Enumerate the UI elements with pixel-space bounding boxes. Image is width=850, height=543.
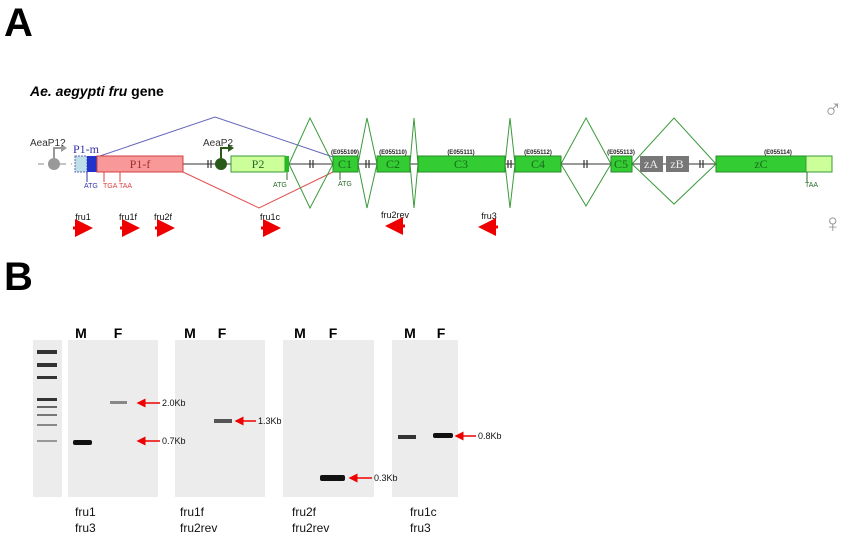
gel-4-band-m: [398, 435, 416, 439]
gel-3-primer-2: fru2rev: [292, 521, 329, 535]
panel-b-label: B: [4, 255, 33, 299]
promoter-p2: [215, 144, 234, 170]
gel-1-band-f: [110, 401, 127, 404]
exon-c4-label: C4: [531, 157, 545, 171]
gel-4-band-f: [433, 433, 453, 438]
promoter-p1: [48, 144, 67, 170]
exon-p2-label: P2: [252, 157, 265, 171]
exon-p1m-utr: [74, 155, 88, 173]
exon-zc-label: zC: [754, 157, 767, 171]
size-label-0.3kb: 0.3Kb: [374, 473, 398, 483]
gel-1-lane-f: F: [114, 325, 123, 341]
primer-fru1f-label: fru1f: [119, 212, 138, 222]
primer-fru1-label: fru1: [75, 212, 91, 222]
gene-title: Ae. aegypti fru gene: [29, 83, 164, 99]
exon-id-c3: (E055111): [447, 150, 474, 156]
codon-taa-f: TAA: [119, 183, 132, 190]
gel-3-lane-m: M: [294, 325, 306, 341]
gel-2-band-f: [214, 419, 232, 423]
codon-atg-c1: ATG: [338, 181, 352, 188]
primer-fru2rev-label: fru2rev: [381, 210, 410, 220]
gel-4-lane-f: F: [437, 325, 446, 341]
primer-fru2f-label: fru2f: [154, 212, 173, 222]
gel-1: [68, 340, 158, 497]
gel-3-band-f: [320, 475, 345, 481]
exon-za-label: zA: [644, 157, 658, 171]
primer-fru1c-label: fru1c: [260, 212, 281, 222]
exon-id-c4: (E055112): [524, 150, 552, 156]
size-label-1.3kb: 1.3Kb: [258, 416, 282, 426]
exon-zb: [666, 156, 689, 172]
exon-c2: [376, 155, 411, 173]
gel-1-band-m: [73, 440, 92, 445]
gel-3-primer-1: fru2f: [292, 505, 317, 519]
size-label-2kb: 2.0Kb: [162, 398, 186, 408]
gel-2-lane-f: F: [218, 325, 227, 341]
gel-3: [283, 340, 374, 497]
exon-p1m: [87, 156, 97, 172]
exon-c3: [417, 155, 506, 173]
gel-4-primer-2: fru3: [410, 521, 431, 535]
exon-c1-label: C1: [338, 157, 352, 171]
gel-4-lane-m: M: [404, 325, 416, 341]
exon-c3-label: C3: [454, 157, 468, 171]
male-symbol: ♂: [823, 94, 843, 124]
exon-c4: [514, 155, 562, 173]
gel-3-lane-f: F: [329, 325, 338, 341]
primer-fru3-label: fru3: [481, 211, 497, 221]
female-splice-line: [182, 171, 334, 209]
gene-title-species: Ae. aegypti fru: [29, 83, 128, 99]
promoter-p1-label: AeaP1?: [30, 138, 66, 149]
panel-a-label: A: [4, 1, 33, 45]
exon-id-c2: (E055110): [379, 150, 407, 156]
gel-4: [392, 340, 458, 497]
gene-title-rest: gene: [127, 83, 164, 99]
exon-zb-label: zB: [670, 157, 683, 171]
promoter-p2-label: AeaP2: [203, 138, 233, 149]
gel-2-lane-m: M: [184, 325, 196, 341]
codon-atg-p2: ATG: [273, 182, 287, 189]
gel-4-primer-1: fru1c: [410, 505, 437, 519]
intron-breaks: [207, 160, 704, 168]
exon-c1: [332, 155, 359, 173]
exon-c2-label: C2: [386, 157, 400, 171]
size-label-0.7kb: 0.7Kb: [162, 436, 186, 446]
exon-p2: [285, 156, 289, 172]
gel-1-primer-2: fru3: [75, 521, 96, 535]
gel-1-primer-1: fru1: [75, 505, 96, 519]
exon-id-c5: (E055113): [607, 150, 635, 156]
codon-atg-m: ATG: [84, 183, 98, 190]
gel-1-lane-m: M: [75, 325, 87, 341]
exon-c5: [610, 155, 633, 173]
exon-id-zc: (E055114): [764, 150, 792, 156]
exon-zc-utr: [805, 155, 833, 173]
exon-p1f: [96, 155, 184, 173]
gel-2-primer-1: fru1f: [180, 505, 205, 519]
size-label-0.8kb: 0.8Kb: [478, 431, 502, 441]
exon-id-c1: (E055109): [331, 150, 359, 156]
ladder-lane: [33, 340, 62, 497]
gel-2-primer-2: fru2rev: [180, 521, 217, 535]
gel-2: [175, 340, 265, 497]
exon-c5-label: C5: [614, 157, 628, 171]
codon-taa-end: TAA: [805, 182, 818, 189]
exon-za: [640, 156, 663, 172]
codon-tga: TGA: [103, 183, 118, 190]
exon-p1m-label: P1-m: [73, 142, 100, 156]
exon-p1f-label: P1-f: [130, 157, 151, 171]
female-symbol: ♀: [823, 208, 843, 238]
male-splice-line: [96, 116, 334, 158]
